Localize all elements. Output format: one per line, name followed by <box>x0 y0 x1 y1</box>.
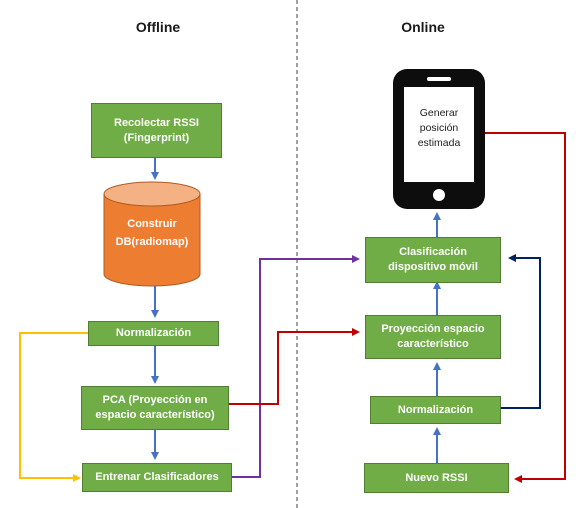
pca-box: PCA (Proyección en espacio característic… <box>81 386 229 430</box>
arrow-normalize-to-train <box>19 332 88 482</box>
new-rssi-box: Nuevo RSSI <box>364 463 509 493</box>
offline-heading: Offline <box>135 19 181 35</box>
train-classifiers-box: Entrenar Clasificadores <box>82 463 232 492</box>
database-cylinder <box>103 181 201 287</box>
projection-box: Proyección espacio característico <box>365 315 501 359</box>
arrow-train-to-classify <box>232 255 360 478</box>
classification-box: Clasificación dispositivo móvil <box>365 237 501 283</box>
collect-rssi-box: Recolectar RSSI (Fingerprint) <box>91 103 222 158</box>
build-db-label: Construir DB(radiomap) <box>115 218 189 248</box>
phone-icon <box>393 69 485 209</box>
arrow-pca-to-projection <box>229 328 360 405</box>
normalize-offline-box: Normalización <box>88 321 219 346</box>
phone-screen-label: Generar posición estimada <box>417 107 461 150</box>
arrow-normalize-to-classify <box>501 254 541 409</box>
arrow-phone-to-new-rssi <box>485 132 566 483</box>
online-heading: Online <box>401 19 445 35</box>
normalize-online-box: Normalización <box>370 396 501 424</box>
